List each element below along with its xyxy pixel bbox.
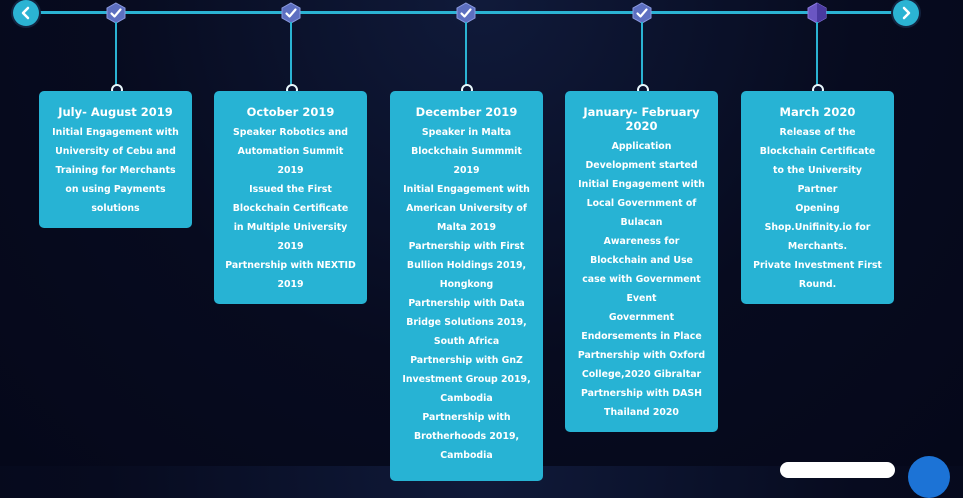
milestone-marker-check-icon[interactable] xyxy=(455,2,477,24)
milestone-line: 2019 xyxy=(453,165,480,176)
milestone-line: Development started xyxy=(585,160,698,171)
milestone-line: College,2020 Gibraltar xyxy=(581,369,702,380)
milestone-line: Hongkong xyxy=(439,279,494,290)
milestone-marker-current-icon[interactable] xyxy=(806,2,828,24)
milestone-line: case with Government xyxy=(582,274,701,285)
milestone-line: Partnership with xyxy=(422,412,511,423)
connector-line xyxy=(115,22,117,88)
milestone-line: 2019 xyxy=(277,279,304,290)
milestone-line: Malta 2019 xyxy=(436,222,497,233)
milestone-line: Bridge Solutions 2019, xyxy=(406,317,527,328)
milestone-line: Initial Engagement with xyxy=(578,179,705,190)
milestone-line: Opening xyxy=(795,203,840,214)
milestone-line: Partnership with GnZ xyxy=(410,355,523,366)
milestone-line: solutions xyxy=(91,203,140,214)
milestone-line: Bulacan xyxy=(620,217,663,228)
connector-line xyxy=(641,22,643,88)
milestone-title: March 2020 xyxy=(779,105,856,119)
milestone-title: July- August 2019 xyxy=(58,105,173,119)
connector-line xyxy=(816,22,818,88)
milestone-line: 2019 xyxy=(277,241,304,252)
milestone-line: Blockchain Summmit xyxy=(411,146,522,157)
milestone-line: 2019 xyxy=(277,165,304,176)
milestone-line: Partner xyxy=(797,184,838,195)
milestone-line: Investment Group 2019, xyxy=(402,374,531,385)
milestone-line: Issued the First xyxy=(249,184,332,195)
milestone-marker-check-icon[interactable] xyxy=(280,2,302,24)
milestone-line: Partnership with NEXTID xyxy=(225,260,356,271)
milestone-line: Blockchain Certificate xyxy=(232,203,349,214)
milestone-line: Local Government of xyxy=(586,198,697,209)
chevron-right-icon xyxy=(902,6,911,20)
milestone-line: Endorsements in Place xyxy=(581,331,702,342)
milestone-line: Automation Summit xyxy=(237,146,344,157)
milestone-line: to the University xyxy=(773,165,862,176)
next-button[interactable] xyxy=(893,0,919,26)
milestone-title: October 2019 xyxy=(246,105,335,119)
milestone-line: on using Payments xyxy=(65,184,166,195)
milestone-line: Event xyxy=(626,293,657,304)
milestone-line: Partnership with Oxford xyxy=(577,350,706,361)
milestone-line: Blockchain Certificate xyxy=(759,146,876,157)
milestone-line: Speaker Robotics and xyxy=(233,127,348,138)
connector-line xyxy=(465,22,467,88)
milestone-line: Release of the xyxy=(779,127,856,138)
milestone-line: University of Cebu and xyxy=(55,146,176,157)
milestone-line: Partnership with Data xyxy=(408,298,525,309)
milestone-line: Partnership with First xyxy=(408,241,525,252)
milestone-title: January- February 2020 xyxy=(583,105,700,133)
milestone-line: Thailand 2020 xyxy=(604,407,679,418)
milestone-line: South Africa xyxy=(433,336,500,347)
milestone-line: American University of xyxy=(406,203,527,214)
chat-launcher-button[interactable] xyxy=(908,456,950,498)
milestone-line: Initial Engagement with xyxy=(403,184,530,195)
milestone-line: Speaker in Malta xyxy=(421,127,512,138)
prev-button[interactable] xyxy=(13,0,39,26)
milestone-line: Round. xyxy=(798,279,837,290)
milestone-line: Government xyxy=(608,312,675,323)
milestone-line: Partnership with DASH xyxy=(580,388,703,399)
milestone-title: December 2019 xyxy=(415,105,518,119)
connector-line xyxy=(290,22,292,88)
milestone-line: Initial Engagement with xyxy=(52,127,179,138)
milestone-line: Application xyxy=(611,141,672,152)
milestone-line: Private Investment First xyxy=(753,260,882,271)
milestone-marker-check-icon[interactable] xyxy=(105,2,127,24)
milestone-marker-check-icon[interactable] xyxy=(631,2,653,24)
chevron-left-icon xyxy=(21,6,30,20)
milestone-line: Shop.Unifinity.io for xyxy=(764,222,871,233)
milestone-line: in Multiple University xyxy=(233,222,348,233)
milestone-line: Blockchain and Use xyxy=(590,255,693,266)
milestone-line: Cambodia xyxy=(440,393,493,404)
milestone-line: Bullion Holdings 2019, xyxy=(406,260,527,271)
milestone-line: Brotherhoods 2019, xyxy=(413,431,520,442)
milestone-line: Merchants. xyxy=(787,241,848,252)
bottom-input-pill[interactable] xyxy=(780,462,895,478)
milestone-line: Training for Merchants xyxy=(55,165,176,176)
milestone-line: Awareness for xyxy=(603,236,680,247)
milestone-line: Cambodia xyxy=(440,450,493,461)
